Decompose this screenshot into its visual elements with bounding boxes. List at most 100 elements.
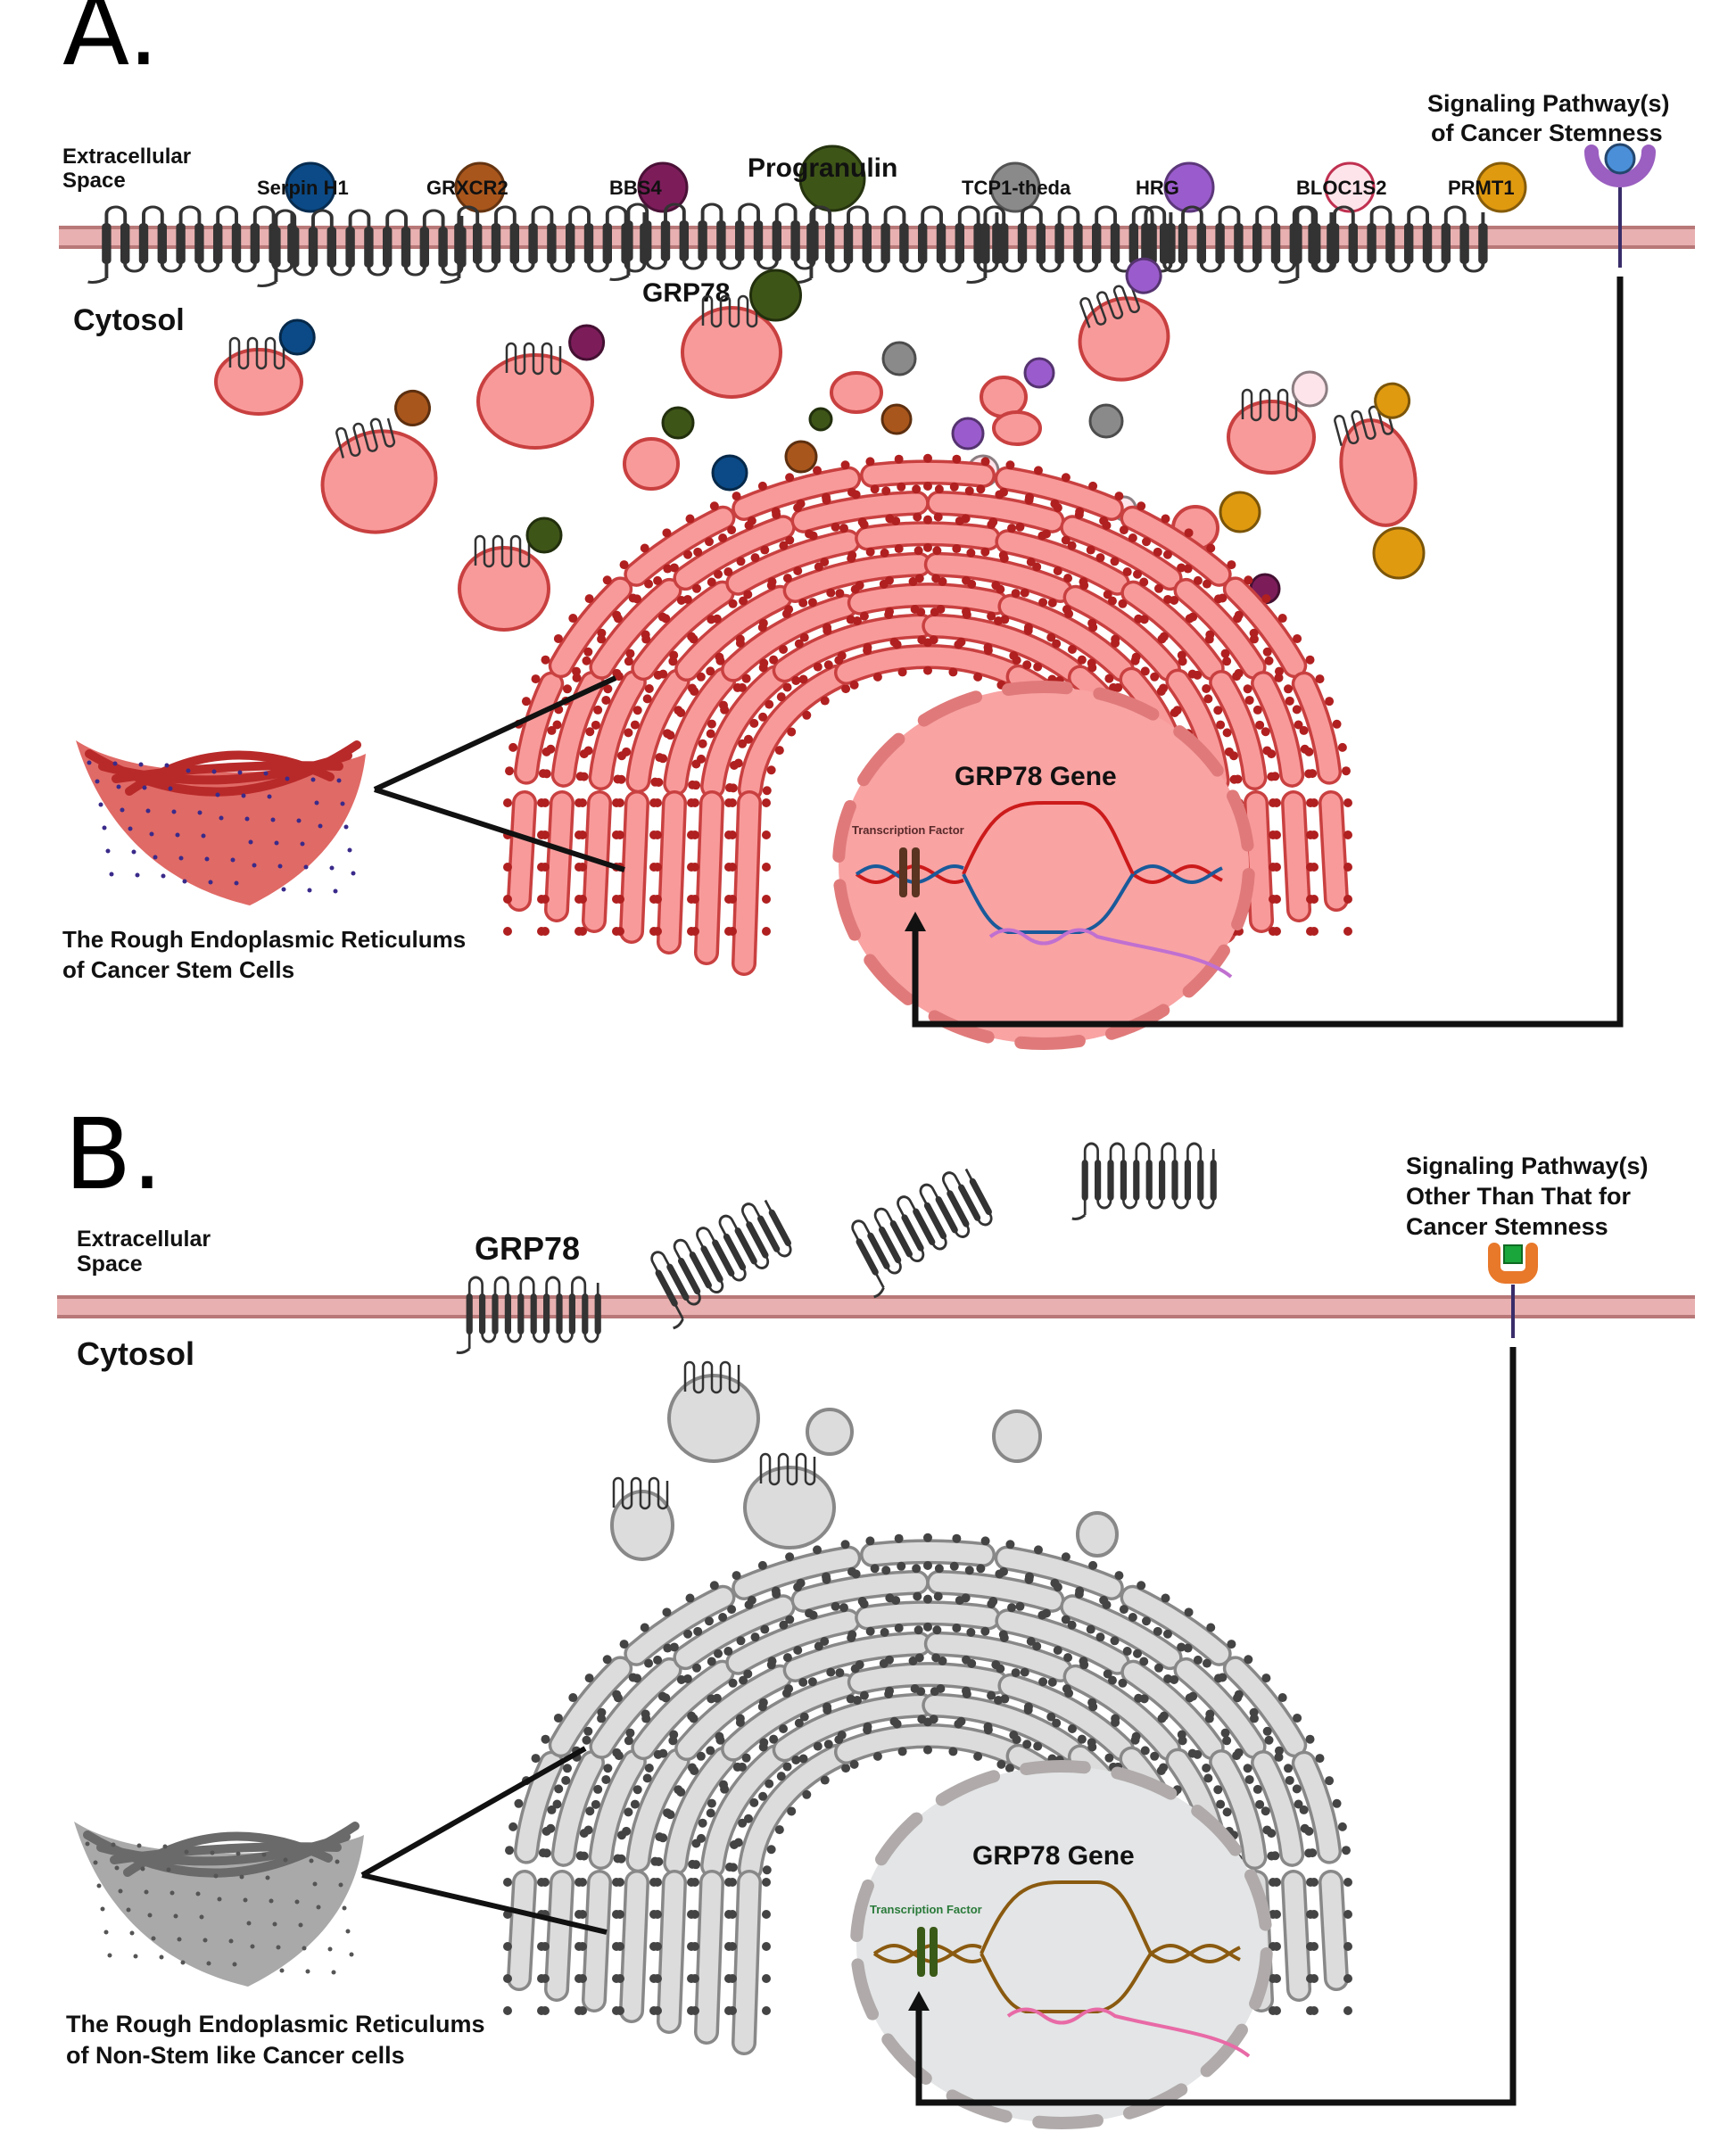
ribosome <box>823 660 833 670</box>
ribosome <box>738 739 748 748</box>
ribosome <box>1261 1673 1271 1683</box>
ribosome <box>784 1684 794 1694</box>
ribosome <box>1177 650 1186 660</box>
ribosome <box>687 1974 696 1983</box>
ribosome <box>1218 1673 1228 1682</box>
ribosome <box>1118 1678 1128 1688</box>
transcription-factor-label: Transcription Factor <box>870 1903 982 1916</box>
ribosome <box>1047 1677 1057 1687</box>
ribosome <box>934 484 944 494</box>
ribosome <box>961 1686 971 1696</box>
ribosome <box>762 1974 771 1983</box>
ribosome <box>644 579 654 589</box>
ribosome <box>612 1690 622 1699</box>
gene-label: GRP78 Gene <box>955 762 1117 791</box>
ribosome <box>687 895 696 904</box>
ribosome <box>663 729 673 739</box>
ribosome <box>758 618 768 628</box>
ribosome <box>1067 541 1077 550</box>
ribosome <box>562 684 572 694</box>
grp78-membrane-protein <box>837 1161 1004 1299</box>
ribosome <box>653 575 663 585</box>
ribosome <box>1332 719 1342 729</box>
ribosome <box>685 514 695 524</box>
ribosome <box>585 727 595 737</box>
nuclear-envelope <box>850 1879 874 1942</box>
ribosome <box>980 457 990 467</box>
ribosome <box>741 673 751 683</box>
ribosome <box>791 676 801 686</box>
ribosome <box>724 927 733 936</box>
ribosome <box>1285 1775 1294 1785</box>
panel-b-membrane <box>57 1295 1695 1318</box>
ribosome <box>758 1698 768 1707</box>
ribosome <box>704 1616 714 1626</box>
ribosome <box>739 596 748 606</box>
ribosome <box>840 460 850 470</box>
ribosome <box>743 734 753 744</box>
ribosome <box>750 553 760 563</box>
ribosome <box>766 1845 776 1855</box>
protein-ball-icon <box>951 417 985 450</box>
ribosome <box>561 1775 571 1785</box>
ribosome <box>1184 528 1194 538</box>
ribosome <box>575 895 583 904</box>
ribosome <box>503 927 512 936</box>
ribosome <box>762 830 771 839</box>
ribosome <box>642 694 652 704</box>
ribosome <box>1007 524 1017 533</box>
ribosome <box>1270 1851 1280 1861</box>
ribosome <box>603 1764 613 1773</box>
ribosome <box>593 705 603 715</box>
vesicle <box>1227 370 1328 475</box>
ribosome <box>839 524 848 533</box>
ribosome <box>612 2006 621 2015</box>
vesicle <box>1332 382 1418 527</box>
dna-strand <box>855 864 964 885</box>
ribosome <box>841 1764 851 1773</box>
ribosome <box>774 746 784 756</box>
ribosome <box>1233 774 1243 784</box>
ribosome <box>508 1822 518 1831</box>
ribosome <box>880 548 889 558</box>
ribosome <box>1153 1626 1162 1636</box>
ribosome <box>1262 1726 1272 1736</box>
ribosome <box>612 895 621 904</box>
ribosome <box>782 1762 792 1772</box>
ribosome <box>704 537 714 547</box>
ribosome <box>568 1693 578 1703</box>
ribosome <box>1023 623 1033 632</box>
ribosome <box>1137 501 1146 511</box>
ribosome <box>714 1649 723 1658</box>
ribosome <box>624 1807 633 1817</box>
ribosome <box>1272 1942 1281 1951</box>
ribosome <box>612 1974 621 1983</box>
ribosome <box>934 1564 944 1574</box>
ribosome <box>640 543 649 553</box>
ribosome <box>547 725 557 735</box>
ribosome <box>1142 1616 1152 1626</box>
ribosome <box>613 1854 623 1863</box>
panel-b-grp78-label: GRP78 <box>475 1230 580 1267</box>
ribosome <box>674 706 683 715</box>
ribosome <box>1128 533 1137 542</box>
transcription-factor-icon <box>899 847 907 897</box>
ribosome <box>847 1630 857 1640</box>
ribosome <box>735 634 745 644</box>
ribosome <box>1220 1728 1230 1738</box>
ribosome <box>1310 895 1319 904</box>
ribosome <box>1122 567 1132 577</box>
ribosome <box>630 720 640 730</box>
ribosome <box>649 1942 658 1951</box>
ribosome <box>531 674 541 684</box>
ribosome <box>724 1863 734 1872</box>
ribosome <box>863 1722 872 1731</box>
ribosome <box>612 798 621 807</box>
ribosome <box>735 1714 745 1723</box>
vesicle <box>623 437 680 491</box>
ribosome <box>912 1564 922 1574</box>
ribosome <box>521 697 531 707</box>
ribosome <box>885 1686 895 1696</box>
ribosome <box>1150 672 1160 682</box>
